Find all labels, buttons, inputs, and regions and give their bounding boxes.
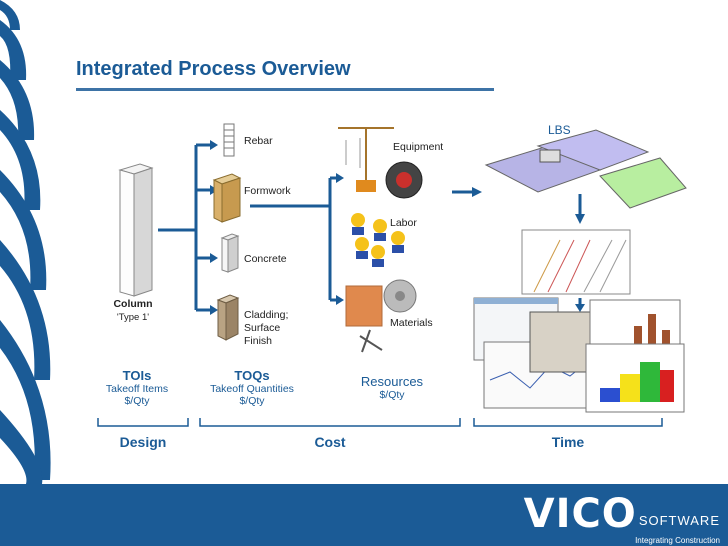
equipment-label: Equipment	[393, 141, 444, 153]
equipment-icon	[338, 127, 423, 199]
cladding-line-1: Cladding;	[244, 309, 289, 321]
rebar-label: Rebar	[244, 135, 273, 147]
labor-label: Labor	[390, 217, 417, 229]
toqs-heading: TOQs	[234, 368, 270, 383]
logo-tagline: Integrating Construction	[635, 536, 720, 545]
phase-design: Design	[119, 434, 167, 450]
column-name: Column	[113, 298, 153, 310]
cladding-line-2: Surface	[244, 322, 281, 334]
tois-sub: Takeoff Items	[105, 383, 169, 395]
materials-label: Materials	[390, 317, 433, 329]
cladding-line-3: Finish	[244, 335, 273, 347]
cladding-icon	[216, 294, 240, 341]
footer-bar	[0, 484, 728, 546]
formwork-label: Formwork	[244, 185, 291, 197]
lbs-label: LBS	[548, 123, 571, 137]
resources-block: Resources $/Qty	[346, 374, 438, 401]
materials-icon	[345, 279, 417, 353]
rebar-icon	[223, 123, 235, 157]
formwork-icon	[212, 173, 242, 223]
toqs-unit: $/Qty	[239, 395, 265, 407]
schedule-views-collage	[473, 297, 685, 413]
concrete-label: Concrete	[244, 253, 287, 265]
toqs-sub: Takeoff Quantities	[210, 383, 294, 395]
lbs-model-icon	[484, 129, 687, 209]
resources-heading: Resources	[360, 374, 424, 389]
tois-unit: $/Qty	[124, 395, 150, 407]
flowline-chart-thumbnail	[521, 229, 631, 295]
concrete-icon	[220, 233, 240, 273]
column-label: Column 'Type 1'	[96, 298, 170, 324]
logo-brand: VICO	[523, 491, 637, 537]
resources-unit: $/Qty	[379, 389, 405, 401]
phase-time: Time	[551, 434, 585, 450]
tois-block: TOIs Takeoff Items $/Qty	[92, 368, 182, 407]
cladding-label: Cladding; Surface Finish	[244, 309, 288, 348]
page-title: Integrated Process Overview	[76, 58, 351, 80]
arrow-chart-to-views	[575, 298, 585, 312]
logo-software: SOFTWARE	[638, 513, 720, 528]
arrow-lbs-to-schedule	[575, 194, 585, 224]
column-graphic	[118, 163, 154, 297]
decorative-stripes	[0, 0, 51, 484]
phase-brackets	[97, 418, 663, 427]
phase-cost: Cost	[314, 434, 346, 450]
title-underline	[76, 88, 494, 91]
column-type: 'Type 1'	[116, 312, 150, 323]
tois-heading: TOIs	[122, 368, 152, 383]
design-branch-lines	[158, 143, 210, 312]
arrow-to-lbs	[452, 187, 482, 197]
labor-icon	[351, 213, 405, 267]
vico-logo: VICO SOFTWARE Integrating Construction	[524, 494, 720, 545]
toqs-block: TOQs Takeoff Quantities $/Qty	[196, 368, 308, 407]
